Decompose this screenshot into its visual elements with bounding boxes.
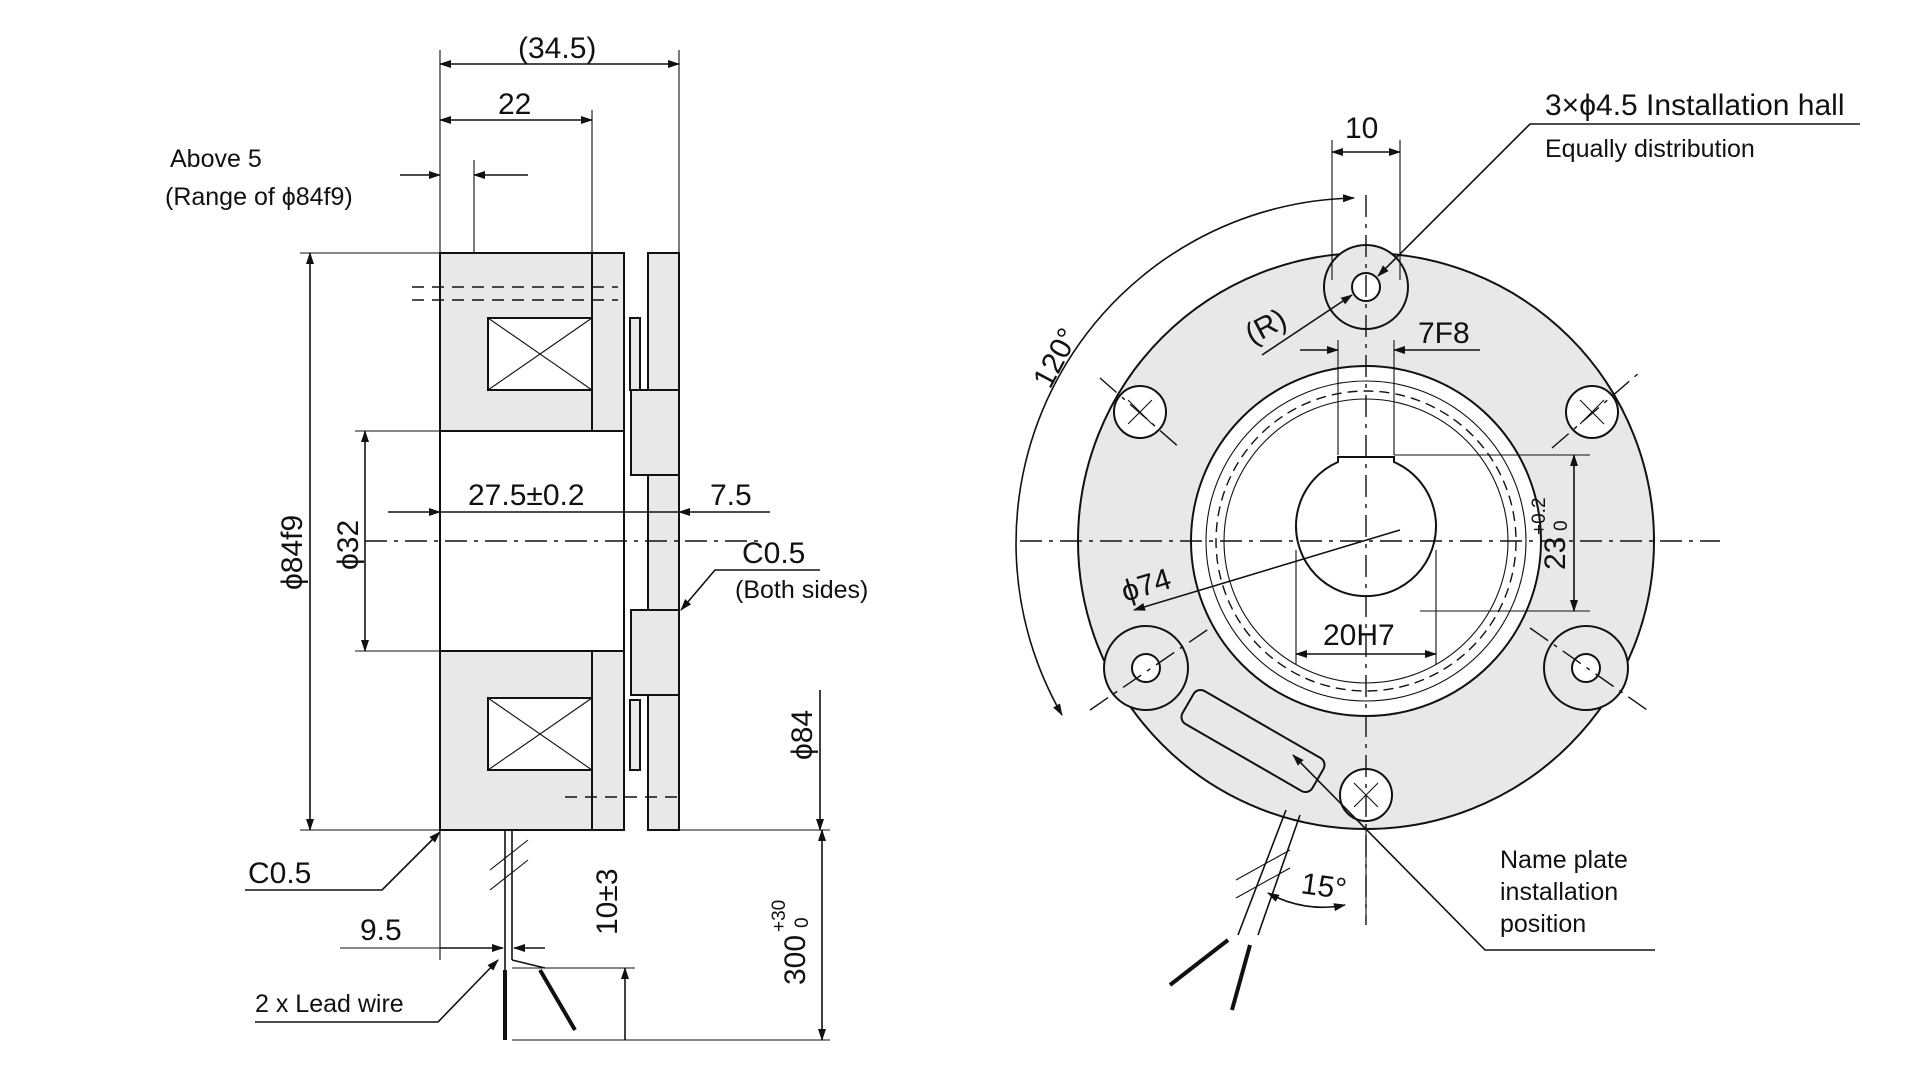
spring-lower bbox=[629, 699, 641, 771]
dim-lead-300-tol-upper: +30 bbox=[769, 900, 790, 932]
dim-offset-9-5: 9.5 bbox=[360, 914, 402, 947]
dim-keyway: 7F8 bbox=[1418, 317, 1470, 350]
dim-above-5: Above 5 bbox=[170, 145, 262, 173]
dim-length-27-5: 27.5±0.2 bbox=[468, 479, 585, 512]
dim-chamfer-bottom: C0.5 bbox=[248, 857, 311, 890]
side-view: (34.5) 22 Above 5 (Range of ϕ84f9) ϕ84f9… bbox=[165, 32, 868, 1041]
note-nameplate-3: position bbox=[1500, 910, 1586, 938]
note-range-84f9: (Range of ϕ84f9) bbox=[165, 183, 353, 211]
dim-bore-20h7: 20H7 bbox=[1323, 619, 1395, 652]
front-view: 10 3×ϕ4.5 Installation hall Equally dist… bbox=[1015, 89, 1860, 1011]
note-both-sides: (Both sides) bbox=[735, 576, 868, 604]
dim-chamfer-both: C0.5 bbox=[742, 537, 805, 570]
dim-lead-300-tol-lower: 0 bbox=[792, 917, 813, 928]
dim-hole-spacing-10: 10 bbox=[1345, 112, 1378, 145]
note-holes-count: 3×ϕ4.5 Installation hall bbox=[1545, 89, 1845, 122]
note-nameplate-2: installation bbox=[1500, 878, 1618, 906]
dim-overall-length: (34.5) bbox=[518, 32, 596, 65]
dim-angle-120: 120° bbox=[1027, 323, 1085, 393]
spring-upper bbox=[629, 317, 641, 391]
hub-collar-lower bbox=[630, 609, 680, 696]
dim-height-23: 23 bbox=[1539, 537, 1572, 570]
dim-dia-84: ϕ84 bbox=[786, 710, 819, 760]
dim-lead-300: 300 bbox=[779, 935, 812, 985]
hub-collar-upper bbox=[630, 389, 680, 476]
dim-dia-32: ϕ32 bbox=[332, 520, 365, 570]
note-nameplate-1: Name plate bbox=[1500, 846, 1628, 874]
dim-lead-10: 10±3 bbox=[591, 868, 624, 935]
dim-length-7-5: 7.5 bbox=[710, 479, 752, 512]
dim-body-length: 22 bbox=[498, 88, 531, 121]
dim-dia-84f9: ϕ84f9 bbox=[276, 515, 309, 590]
note-lead-wire: 2 x Lead wire bbox=[255, 990, 404, 1018]
dim-height-23-tol-lower: 0 bbox=[1551, 520, 1572, 531]
dim-height-23-tol-upper: +0.2 bbox=[1529, 497, 1550, 535]
note-holes-distribution: Equally distribution bbox=[1545, 135, 1755, 163]
dim-angle-15: 15° bbox=[1299, 867, 1349, 906]
hole-right bbox=[1571, 653, 1601, 683]
